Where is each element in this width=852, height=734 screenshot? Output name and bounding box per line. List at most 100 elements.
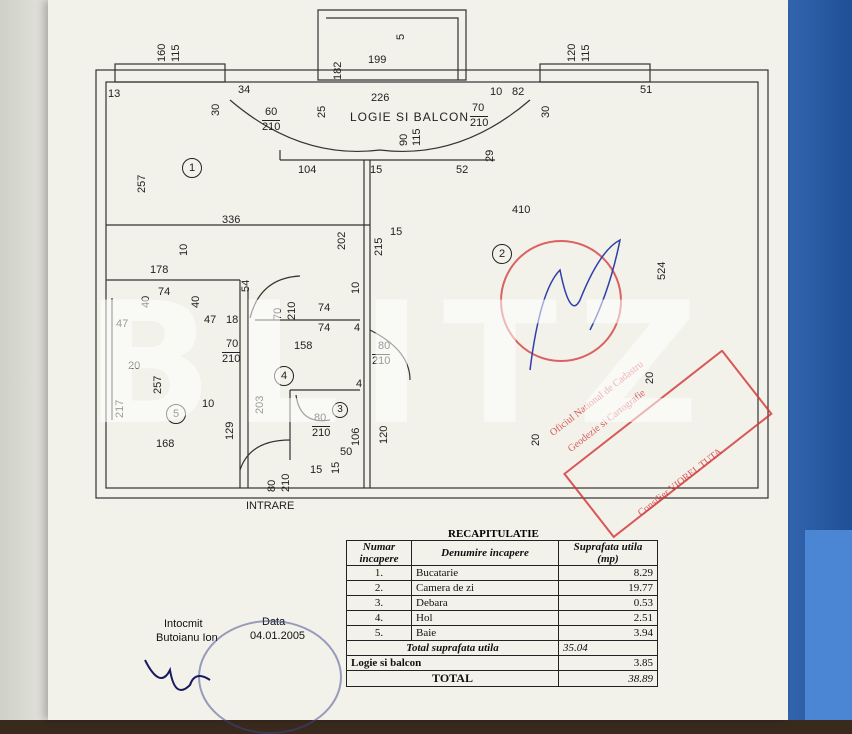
row-name: Camera de zi	[411, 580, 559, 596]
total-util-value: 35.04	[558, 640, 658, 656]
dim-5: 5	[395, 33, 407, 40]
dim-74-c: 74	[318, 322, 331, 334]
dim-158: 158	[294, 340, 313, 352]
header-num: Numar incapere	[346, 540, 412, 566]
dim-115-b: 115	[580, 44, 592, 62]
dim-82: 82	[512, 86, 525, 98]
table-row: 3. Debara 0.53	[346, 595, 658, 611]
dim-74-b: 74	[318, 302, 331, 314]
dim-34: 34	[238, 84, 251, 96]
dim-25: 25	[316, 105, 328, 118]
folder-tab	[805, 530, 852, 720]
logie-row: Logie si balcon 3.85	[346, 655, 658, 671]
dim-15-b: 15	[390, 226, 403, 238]
dim-178: 178	[150, 264, 169, 276]
watermark: BLITZ	[85, 266, 720, 462]
dim-336: 336	[222, 214, 241, 226]
room-number-3: 3	[332, 402, 348, 418]
inner-wall	[105, 81, 759, 489]
dim-80-b: 80	[314, 412, 327, 424]
table-row: 4. Hol 2.51	[346, 610, 658, 626]
dim-20-a: 20	[128, 360, 141, 372]
dim-257-a: 257	[136, 174, 148, 193]
author-label: Intocmit	[164, 618, 203, 630]
circular-stamp	[500, 240, 622, 362]
total-label: TOTAL	[346, 670, 559, 687]
dim-10: 10	[490, 86, 503, 98]
dim-210-e: 210	[222, 352, 241, 365]
header-name: Denumire incapere	[411, 540, 559, 566]
logie-value: 3.85	[558, 655, 658, 671]
dim-15-c: 15	[310, 464, 323, 476]
balcony-box	[317, 9, 467, 81]
dim-210-a: 210	[262, 120, 281, 133]
outer-wall	[95, 69, 769, 499]
dim-50: 50	[340, 446, 353, 458]
dim-168: 168	[156, 438, 175, 450]
dim-80-a: 80	[378, 340, 391, 352]
door-arc-1	[249, 275, 301, 319]
dim-51: 51	[640, 84, 653, 96]
rect-stamp	[563, 350, 773, 539]
row-area: 19.77	[558, 580, 658, 596]
recap-table: Numar incapere Denumire incapere Suprafa…	[346, 540, 658, 687]
row-num: 2.	[346, 580, 412, 596]
dim-30-left: 30	[210, 103, 222, 116]
row-area: 3.94	[558, 625, 658, 641]
window-right	[539, 63, 651, 83]
total-util-row: Total suprafata utila 35.04	[346, 640, 658, 656]
dim-70-a: 70	[472, 102, 485, 114]
dim-210-d: 210	[372, 354, 391, 367]
door-arc-4	[295, 394, 331, 422]
dim-80-c: 80	[266, 479, 278, 492]
table-row: 5. Baie 3.94	[346, 625, 658, 641]
door-arc-3	[239, 439, 291, 471]
dim-52: 52	[456, 164, 469, 176]
dim-4-b: 4	[356, 378, 363, 390]
blue-signature	[529, 238, 622, 371]
handwritten-signature	[144, 659, 211, 691]
dim-104: 104	[298, 164, 317, 176]
dim-47-a: 47	[116, 318, 129, 330]
dim-226: 226	[371, 92, 390, 104]
dim-202: 202	[336, 231, 348, 250]
logie-label: Logie si balcon	[346, 655, 559, 671]
dim-115-a: 115	[170, 44, 182, 62]
window-left	[114, 63, 226, 83]
total-value: 38.89	[558, 670, 658, 687]
row-area: 2.51	[558, 610, 658, 626]
total-row: TOTAL 38.89	[346, 670, 658, 687]
room-number-2: 2	[492, 244, 512, 264]
logia-arc	[229, 99, 531, 153]
dim-10-a: 10	[178, 243, 190, 256]
dim-13: 13	[108, 88, 121, 100]
row-num: 1.	[346, 565, 412, 581]
room-number-1: 1	[182, 158, 202, 178]
row-name: Debara	[411, 595, 559, 611]
dim-47-b: 47	[204, 314, 217, 326]
dim-74-a: 74	[158, 286, 171, 298]
dim-60: 60	[265, 106, 278, 118]
author-name: Butoianu Ion	[156, 632, 218, 644]
row-name: Hol	[411, 610, 559, 626]
dim-210-b: 210	[470, 116, 489, 129]
dim-18: 18	[226, 314, 239, 326]
dim-120: 120	[566, 43, 578, 62]
dim-70-c: 70	[226, 338, 239, 350]
total-util-label: Total suprafata utila	[346, 640, 559, 656]
row-area: 8.29	[558, 565, 658, 581]
table-row: 1. Bucatarie 8.29	[346, 565, 658, 581]
dim-115-c: 115	[411, 128, 423, 146]
dim-15-a: 15	[370, 164, 383, 176]
dim-160: 160	[156, 43, 168, 62]
dim-4-a: 4	[354, 322, 361, 334]
row-name: Baie	[411, 625, 559, 641]
dim-90: 90	[398, 133, 410, 146]
dim-10-c: 10	[202, 398, 215, 410]
dim-215: 215	[373, 237, 385, 256]
dim-199: 199	[368, 54, 387, 66]
dim-210-f: 210	[312, 426, 331, 439]
header-area: Suprafata utila (mp)	[558, 540, 658, 566]
dim-210-g: 210	[280, 473, 292, 492]
row-num: 5.	[346, 625, 412, 641]
